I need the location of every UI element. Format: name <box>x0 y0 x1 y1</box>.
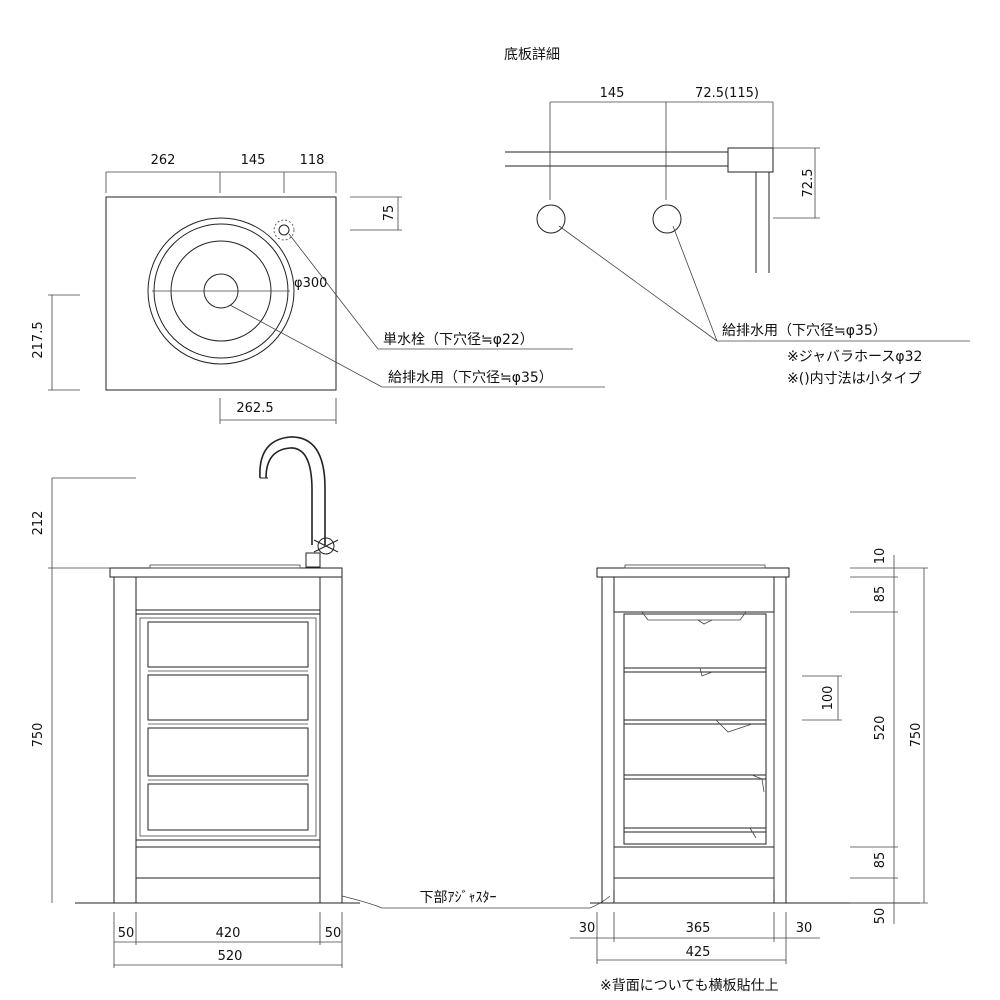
front-slat <box>147 674 309 721</box>
top-dim-262-5: 262.5 <box>236 401 273 416</box>
detail-hole-right <box>652 204 682 234</box>
top-dim-262: 262 <box>151 153 176 168</box>
detail-hole-left <box>536 204 566 234</box>
faucet-hole <box>278 224 290 236</box>
side-dim-750: 750 <box>909 723 924 748</box>
side-dim-30-right: 30 <box>796 921 813 936</box>
side-dim-365: 365 <box>686 921 711 936</box>
top-dim-145: 145 <box>241 153 266 168</box>
side-leg-left <box>601 576 615 904</box>
top-view: 262 145 118 φ300 75 217.5 262.5 単水栓 <box>31 153 605 424</box>
front-dim-420: 420 <box>216 926 241 941</box>
side-dim-10: 10 <box>873 548 888 565</box>
detail-callout-drain: 給排水用（下穴径≒φ35） <box>722 323 887 339</box>
side-dim-100: 100 <box>821 686 836 711</box>
side-countertop <box>596 567 790 578</box>
front-dim-520: 520 <box>218 949 243 964</box>
adjuster-label: 下部ｱｼﾞｬｽﾀｰ <box>420 890 497 906</box>
side-dim-50: 50 <box>873 908 888 925</box>
detail-dim-72-5-115: 72.5(115) <box>695 86 759 101</box>
side-note-back: ※背面についても横板貼仕上 <box>600 978 779 994</box>
front-slat <box>147 727 309 777</box>
faucet-handle <box>317 537 335 555</box>
side-dim-30-left: 30 <box>579 921 596 936</box>
front-dim-50-left: 50 <box>118 926 135 941</box>
countertop-plan <box>105 196 337 391</box>
side-dim-85-top: 85 <box>873 586 888 603</box>
side-dim-520: 520 <box>873 716 888 741</box>
detail-note-size: ※()内寸法は小タイプ <box>787 371 922 387</box>
front-view: 212 750 下部ｱｼﾞｬｽﾀｰ <box>31 436 611 968</box>
detail-dim-145: 145 <box>600 86 625 101</box>
front-leg-left <box>113 576 137 904</box>
detail-dim-72-5-vertical: 72.5 <box>801 169 816 198</box>
callout-drain: 給排水用（下穴径≒φ35） <box>388 370 553 386</box>
faucet-hole-outer <box>273 219 295 241</box>
detail-title: 底板詳細 <box>504 47 560 63</box>
front-leg-right <box>319 576 343 904</box>
front-countertop <box>109 567 343 578</box>
top-dim-phi300: φ300 <box>294 276 327 291</box>
front-dim-750: 750 <box>31 723 46 748</box>
top-dim-217-5: 217.5 <box>31 321 46 358</box>
side-dim-85-bottom: 85 <box>873 852 888 869</box>
front-slat <box>147 621 309 668</box>
front-dim-50-right: 50 <box>325 926 342 941</box>
front-dim-212: 212 <box>31 511 46 536</box>
callout-faucet: 単水栓（下穴径≒φ22） <box>383 332 534 348</box>
side-view: 100 10 85 520 85 50 750 30 365 30 425 ※背… <box>570 548 928 994</box>
bowl-outer <box>147 217 295 365</box>
front-door-frame <box>135 613 321 841</box>
bottom-plate-detail: 底板詳細 145 72.5(115) 72.5 給排水用（下穴径≒φ35） ※ジ… <box>504 47 970 387</box>
faucet <box>265 447 313 545</box>
side-dim-425: 425 <box>686 945 711 960</box>
top-dim-118: 118 <box>300 153 325 168</box>
detail-note-hose: ※ジャバラホースφ32 <box>787 349 922 365</box>
front-slat <box>147 783 309 831</box>
side-leg-right <box>773 576 787 904</box>
top-dim-75: 75 <box>382 205 397 222</box>
